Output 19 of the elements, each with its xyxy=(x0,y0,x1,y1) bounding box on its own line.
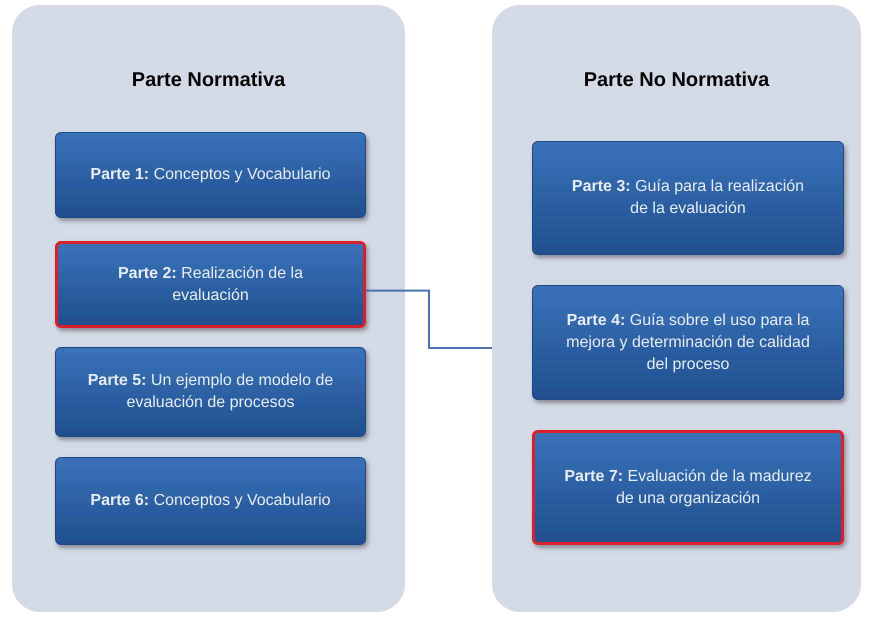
box-text: Parte 7: Evaluación de la madurez de una organización xyxy=(563,466,813,508)
process-box xyxy=(55,347,366,437)
box-text: Parte 2: Realización de la evaluación xyxy=(117,264,304,306)
group-panel xyxy=(492,5,861,612)
panel-title: Parte Normativa xyxy=(130,68,286,93)
process-box xyxy=(55,132,366,218)
box-text: Parte 6: Conceptos y Vocabulario xyxy=(90,491,331,511)
process-box xyxy=(532,430,844,545)
box-text: Parte 3: Guía para la realización de la evaluación xyxy=(570,177,806,219)
box-text: Parte 5: Un ejemplo de modelo de evaluación de procesos xyxy=(86,371,334,413)
process-box xyxy=(532,285,844,400)
process-box xyxy=(55,241,366,328)
box-text: Parte 4: Guía sobre el uso para la mejora y determinación de calidad del proceso xyxy=(565,310,811,374)
panel-title: Parte No Normativa xyxy=(582,68,770,93)
process-box xyxy=(532,141,844,255)
connector-line xyxy=(366,290,492,349)
group-panel xyxy=(12,5,405,612)
process-box xyxy=(55,457,366,545)
box-text: Parte 1: Conceptos y Vocabulario xyxy=(90,165,331,185)
